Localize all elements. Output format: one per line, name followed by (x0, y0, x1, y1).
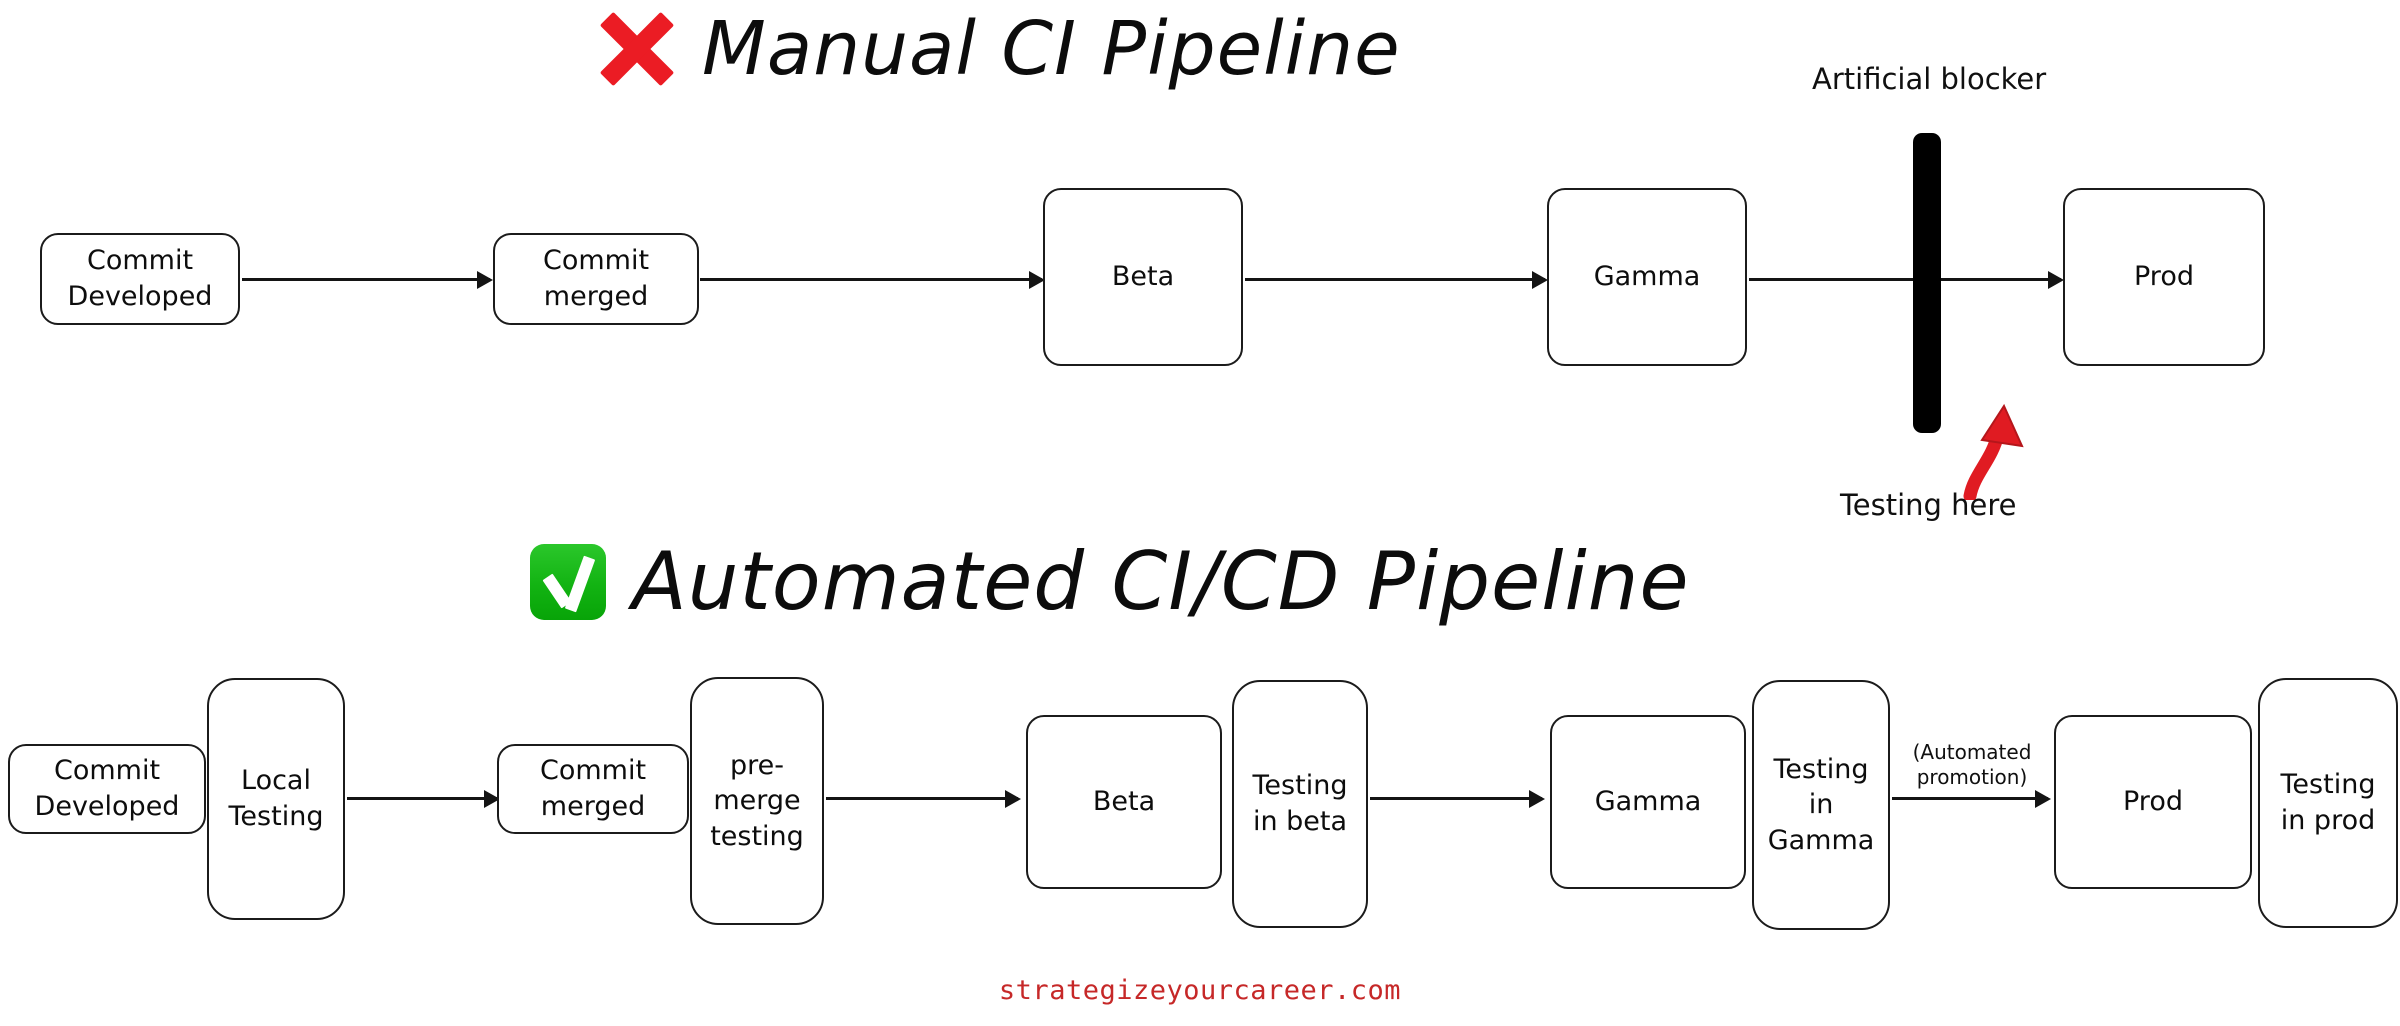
manual-pipeline-title: Manual CI Pipeline (598, 6, 1401, 92)
node-beta-manual[interactable]: Beta (1043, 188, 1243, 366)
automated-pipeline-title-text: Automated CI/CD Pipeline (632, 535, 1690, 628)
testing-here-label: Testing here (1840, 488, 2017, 522)
node-label: Beta (1111, 261, 1175, 293)
node-label: Local Testing (228, 765, 324, 832)
node-pre-merge-testing[interactable]: pre- merge testing (690, 677, 824, 925)
footer-watermark: strategizeyourcareer.com (998, 975, 1402, 1006)
node-testing-in-beta[interactable]: Testing in beta (1232, 680, 1368, 928)
node-label: Commit merged (539, 755, 647, 822)
connector-commit-developed-to-merged (242, 278, 490, 281)
node-label: Testing in prod (2280, 769, 2376, 836)
node-label: Testing in Gamma (1767, 753, 1875, 856)
connector-merged-to-beta (700, 278, 1042, 281)
node-label: Testing in beta (1252, 770, 1348, 837)
node-prod-auto[interactable]: Prod (2054, 715, 2252, 889)
manual-pipeline-title-text: Manual CI Pipeline (702, 6, 1401, 92)
node-gamma-manual[interactable]: Gamma (1547, 188, 1747, 366)
connector-local-testing-to-commit-merged (347, 797, 497, 800)
node-commit-developed-auto[interactable]: Commit Developed (8, 744, 206, 834)
node-beta-auto[interactable]: Beta (1026, 715, 1222, 889)
node-local-testing[interactable]: Local Testing (207, 678, 345, 920)
node-label: Gamma (1594, 786, 1702, 818)
connector-testing-beta-to-gamma (1370, 797, 1542, 800)
node-commit-merged-auto[interactable]: Commit merged (497, 744, 689, 834)
automated-promotion-label: (Automated promotion) (1912, 740, 2032, 789)
connector-pre-merge-to-beta (826, 797, 1018, 800)
testing-here-arrow (1963, 403, 2024, 500)
node-testing-in-prod[interactable]: Testing in prod (2258, 678, 2398, 928)
automated-pipeline-title: Automated CI/CD Pipeline (530, 535, 1690, 628)
red-x-icon (598, 10, 676, 88)
node-label: Prod (2123, 786, 2183, 818)
node-label: Gamma (1593, 261, 1701, 293)
node-testing-in-gamma[interactable]: Testing in Gamma (1752, 680, 1890, 930)
artificial-blocker-label: Artificial blocker (1812, 62, 2047, 96)
node-gamma-auto[interactable]: Gamma (1550, 715, 1746, 889)
node-commit-developed-manual[interactable]: Commit Developed (40, 233, 240, 325)
connector-gamma-to-prod (1749, 278, 2061, 281)
node-label: Commit Developed (34, 755, 180, 822)
connector-beta-to-gamma (1245, 278, 1545, 281)
node-label: Commit merged (542, 245, 650, 312)
artificial-blocker-bar (1913, 133, 1941, 433)
connector-testing-gamma-to-prod (1892, 797, 2048, 800)
node-commit-merged-manual[interactable]: Commit merged (493, 233, 699, 325)
node-label: pre- merge testing (710, 749, 804, 852)
node-prod-manual[interactable]: Prod (2063, 188, 2265, 366)
node-label: Beta (1092, 786, 1156, 818)
node-label: Commit Developed (67, 245, 213, 312)
green-check-icon (530, 543, 606, 620)
node-label: Prod (2134, 261, 2194, 293)
